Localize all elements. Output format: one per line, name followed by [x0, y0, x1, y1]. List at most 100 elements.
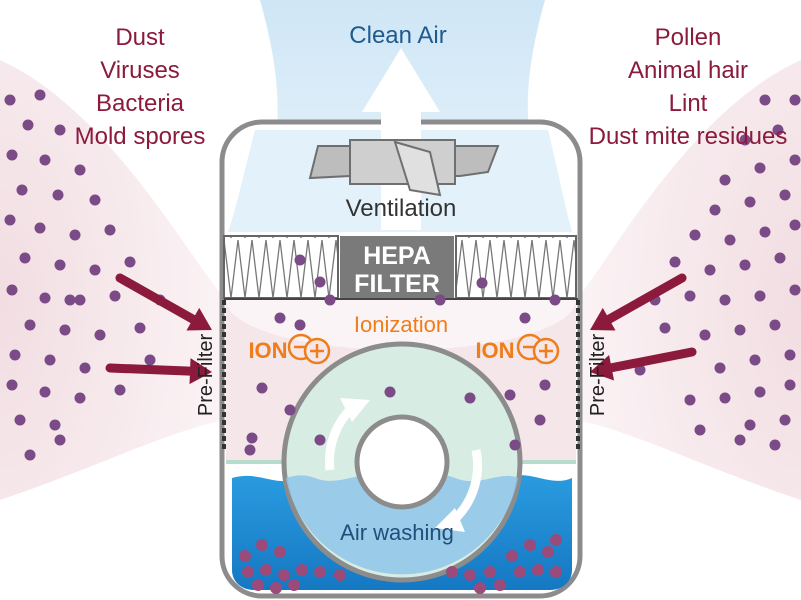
particle: [39, 386, 51, 398]
ion-right-label: ION: [475, 338, 514, 363]
ventilation-label: Ventilation: [346, 195, 457, 222]
clean-air-label: Clean Air: [349, 22, 446, 49]
sediment-particle: [278, 569, 290, 581]
particle: [734, 324, 746, 336]
prefilter-left-label: Pre-Filter: [195, 334, 217, 417]
sediment-particle: [260, 564, 272, 576]
particle: [779, 414, 791, 426]
particle: [719, 174, 731, 186]
particle: [534, 414, 546, 426]
particle: [434, 294, 446, 306]
inflow-arrow-shaft: [604, 273, 687, 324]
particle: [779, 189, 791, 201]
sediment-particle: [542, 546, 554, 558]
particle: [74, 392, 86, 404]
prefilter-right-label: Pre-Filter: [587, 334, 609, 417]
particle: [274, 312, 286, 324]
particle: [59, 324, 71, 336]
pollutant-left-label: Mold spores: [75, 123, 206, 150]
sediment-particle: [274, 546, 286, 558]
particle: [699, 329, 711, 341]
particle: [124, 256, 136, 268]
particle: [34, 222, 46, 234]
fan-icon: [308, 139, 500, 197]
right-air-stream: [576, 60, 801, 500]
particle: [772, 124, 784, 136]
particle: [314, 276, 326, 288]
sediment-particle: [334, 569, 346, 581]
sediment-particle: [242, 566, 254, 578]
particle: [104, 224, 116, 236]
particle: [294, 254, 306, 266]
ionization-label: Ionization: [354, 312, 448, 337]
particle: [144, 354, 156, 366]
sediment-particle: [252, 579, 264, 591]
particle: [464, 392, 476, 404]
pollutant-left-label: Viruses: [100, 57, 180, 84]
particle: [52, 189, 64, 201]
particle: [774, 252, 786, 264]
particle: [6, 284, 18, 296]
particle: [4, 214, 16, 226]
sediment-particle: [296, 564, 308, 576]
hepa-filter-left: [223, 235, 339, 299]
particle: [684, 394, 696, 406]
particle: [694, 424, 706, 436]
sediment-particle: [314, 566, 326, 578]
inflow-arrow-head: [189, 358, 212, 385]
particle: [659, 322, 671, 334]
hepa-label: HEPA: [363, 242, 431, 270]
particle: [739, 259, 751, 271]
particle: [4, 94, 16, 106]
particle: [739, 134, 751, 146]
pollutant-left-label: Dust: [115, 24, 165, 51]
sediment-particle: [270, 582, 282, 594]
particle: [684, 290, 696, 302]
particle: [49, 419, 61, 431]
particle: [74, 164, 86, 176]
inflow-arrow-shaft: [115, 273, 198, 324]
ion-left-icon: [287, 333, 331, 365]
inflow-arrow-head: [590, 355, 615, 381]
hepa-label-box: [340, 236, 454, 298]
inflow-arrow-head: [186, 307, 212, 331]
particle: [34, 89, 46, 101]
particle: [16, 184, 28, 196]
particle: [754, 386, 766, 398]
particle: [79, 362, 91, 374]
particle: [19, 252, 31, 264]
particle: [89, 194, 101, 206]
particle: [94, 329, 106, 341]
particle: [294, 319, 306, 331]
particle: [754, 290, 766, 302]
sediment-particle: [514, 566, 526, 578]
particle: [789, 94, 801, 106]
particle: [476, 277, 488, 289]
particle: [689, 229, 701, 241]
ion-left-label: ION: [248, 338, 287, 363]
sediment-particle: [474, 582, 486, 594]
particle: [754, 162, 766, 174]
filter-label: FILTER: [354, 270, 440, 298]
inflow-arrows: [105, 273, 697, 385]
inflow-arrow-shaft: [607, 347, 697, 373]
particle: [284, 404, 296, 416]
particle: [714, 362, 726, 374]
sediment-particle: [484, 566, 496, 578]
particle: [769, 319, 781, 331]
particle: [704, 264, 716, 276]
particle: [24, 319, 36, 331]
particle: [719, 294, 731, 306]
particle: [22, 119, 34, 131]
particle: [744, 419, 756, 431]
particle: [74, 294, 86, 306]
particle: [54, 124, 66, 136]
particle: [39, 154, 51, 166]
particle: [384, 386, 396, 398]
particle: [749, 354, 761, 366]
particle: [519, 312, 531, 324]
pollutant-right-label: Animal hair: [628, 57, 748, 84]
particle: [14, 414, 26, 426]
particle: [314, 434, 326, 446]
